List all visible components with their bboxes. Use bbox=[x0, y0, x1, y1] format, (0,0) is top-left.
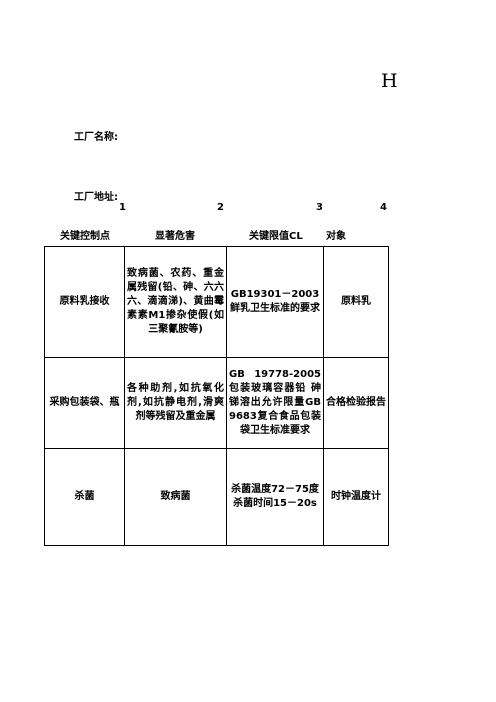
page-heading-fragment: H bbox=[381, 70, 398, 92]
cell-hazard: 致病菌、农药、重金属残留(铅、砷、六六六、滴滴涕)、黄曲霉素素M1掺杂使假(如三… bbox=[124, 246, 227, 358]
header-ccp: 关键控制点 bbox=[60, 231, 110, 242]
header-object: 对象 bbox=[326, 231, 346, 242]
cell-ccp: 杀菌 bbox=[44, 448, 125, 546]
table-row: 原料乳接收 致病菌、农药、重金属残留(铅、砷、六六六、滴滴涕)、黄曲霉素素M1掺… bbox=[44, 246, 389, 358]
column-number-3: 3 bbox=[316, 202, 323, 213]
cell-limit: GB19301－2003鲜乳卫生标准的要求 bbox=[226, 246, 324, 358]
cell-object: 原料乳 bbox=[323, 246, 389, 358]
table-row: 杀菌 致病菌 杀菌温度72－75度杀菌时间15－20s 时钟温度计 bbox=[44, 448, 389, 546]
factory-name-label: 工厂名称: bbox=[74, 132, 118, 143]
column-number-1: 1 bbox=[119, 202, 126, 213]
cell-limit: 杀菌温度72－75度杀菌时间15－20s bbox=[226, 448, 324, 546]
cell-ccp: 原料乳接收 bbox=[44, 246, 125, 358]
cell-object: 时钟温度计 bbox=[323, 448, 389, 546]
table-row: 采购包装袋、瓶 各种助剂,如抗氧化剂,如抗静电剂,滑爽剂等残留及重金属 GB 1… bbox=[44, 357, 389, 449]
cell-hazard: 致病菌 bbox=[124, 448, 227, 546]
cell-hazard: 各种助剂,如抗氧化剂,如抗静电剂,滑爽剂等残留及重金属 bbox=[124, 357, 227, 449]
cell-ccp: 采购包装袋、瓶 bbox=[44, 357, 125, 449]
header-hazard: 显著危害 bbox=[155, 231, 195, 242]
cell-limit: GB 19778-2005包装玻璃容器铅 砷 锑溶出允许限量GB9683复合食品… bbox=[226, 357, 324, 449]
column-number-4: 4 bbox=[380, 202, 387, 213]
haccp-table: 原料乳接收 致病菌、农药、重金属残留(铅、砷、六六六、滴滴涕)、黄曲霉素素M1掺… bbox=[44, 246, 389, 546]
column-number-2: 2 bbox=[217, 202, 224, 213]
factory-address-label: 工厂地址: bbox=[74, 192, 118, 203]
cell-object: 合格检验报告 bbox=[323, 357, 389, 449]
header-critical-limit: 关键限值CL bbox=[249, 231, 303, 242]
